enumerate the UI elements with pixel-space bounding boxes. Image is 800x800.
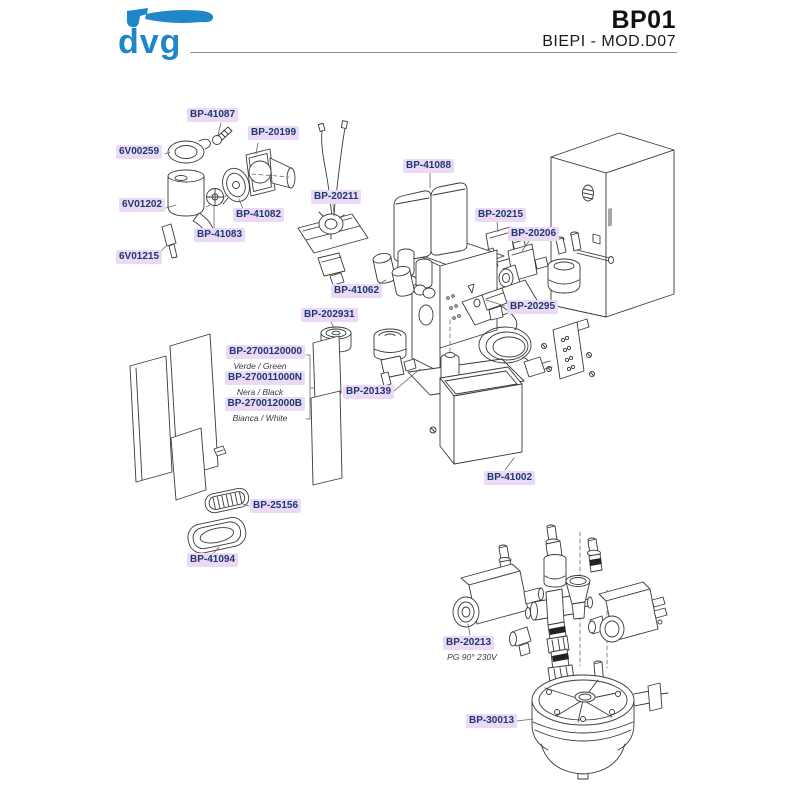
hydraulic-assembly [452,524,668,673]
part-label-6v01215: 6V01215 [116,250,163,264]
elbow-fitting [509,626,532,657]
part-label-bp-20139: BP-20139 [343,385,395,399]
mini-boiler [547,231,614,294]
solenoid-right [588,581,668,643]
part-label-bp-41083: BP-41083 [194,228,246,242]
leader-lines [160,122,534,722]
brand-logo: dvg [117,5,214,61]
group-valve-bp-20139 [373,328,417,396]
chassis-frame [407,237,539,396]
side-panels [129,333,227,501]
part-label-bp-20199: BP-20199 [248,126,300,140]
part-label-bp-41087: BP-41087 [187,108,239,122]
portafilter-icon [126,8,214,28]
hopper-bp-41088 [393,182,468,299]
part-label-bp-41002: BP-41002 [484,471,536,485]
part-label-bp-202931: BP-202931 [301,308,358,322]
water-tank-bp-41002 [429,366,523,465]
microswitch-harness-bp-20211 [297,120,369,286]
boiler-bp-30013 [531,648,669,780]
front-panel-with-knob [310,326,352,486]
drip-tray-bp-41094 [187,517,247,554]
solenoid-valve-bp-20206 [498,243,549,288]
part-label-bp-270011000n: BP-270011000N [225,371,305,385]
header-divider [190,52,677,53]
color-variant-black: Nera / Black [236,387,284,397]
part-label-bp-25156: BP-25156 [250,499,302,513]
part-label-bp-41088: BP-41088 [403,159,455,173]
color-variant-white: Bianca / White [232,413,288,423]
pcb-panel [541,318,595,380]
document-code: BP01 [611,6,676,34]
part-label-bp-41094: BP-41094 [187,553,239,567]
color-variant-bracket [305,354,315,420]
inlet-barb-fitting [587,537,603,573]
part-label-bp-20206: BP-20206 [508,227,560,241]
part-label-bp-2700120000: BP-2700120000 [226,345,305,359]
drip-grate-bp-25156 [204,487,250,514]
small-cylinders-bp-41062 [372,252,415,297]
machine-model: BIEPI - MOD.D07 [542,33,676,50]
sight-funnel [565,575,591,620]
brand-name: dvg [118,23,182,61]
part-label-bp-41062: BP-41062 [331,284,383,298]
part-label-bp-270012000b: BP-270012000B [224,397,305,411]
part-label-bp-20295: BP-20295 [507,300,559,314]
part-label-bp-20211: BP-20211 [311,190,362,204]
power-cord [478,304,553,378]
part-label-6v01202: 6V01202 [119,198,166,212]
voltage-variant-note: PG 90° 230V [447,652,497,662]
steam-tap-assembly [161,126,296,259]
part-label-bp-41082: BP-41082 [233,208,285,222]
part-label-bp-30013: BP-30013 [466,714,518,728]
part-label-6v00259: 6V00259 [116,145,163,159]
center-fitting-stack [525,524,593,665]
part-label-bp-20215: BP-20215 [475,208,527,222]
solenoid-bp-20213 [452,544,544,628]
color-variant-green: Verde / Green [233,361,287,371]
part-label-bp-20213: BP-20213 [443,636,495,650]
